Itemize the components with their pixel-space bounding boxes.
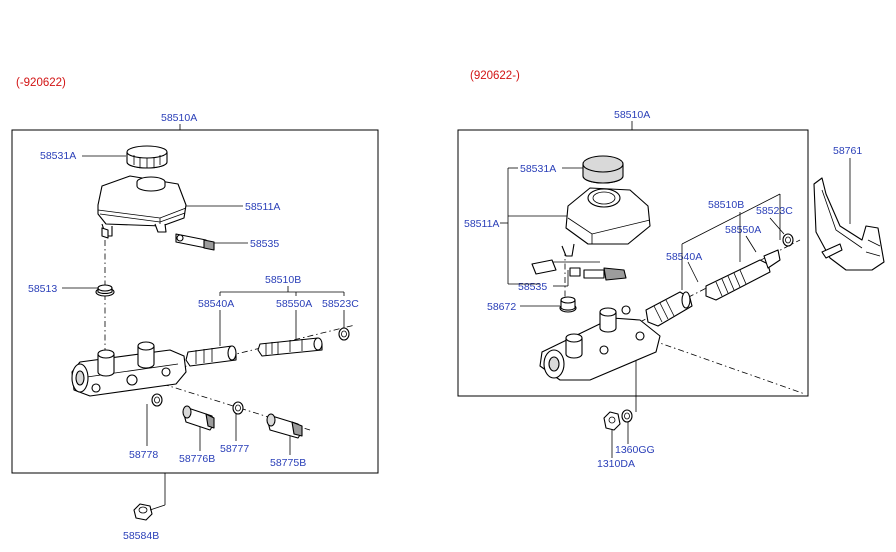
left-plug-58775B[interactable]: [266, 413, 303, 439]
left-frame: [11, 129, 379, 474]
left-label-58535[interactable]: 58535: [250, 238, 279, 250]
right-washer-1360GG[interactable]: [621, 409, 633, 423]
right-label-58523C[interactable]: 58523C: [756, 205, 793, 217]
left-label-58531A[interactable]: 58531A: [40, 150, 76, 162]
right-secondary-piston[interactable]: [705, 249, 781, 301]
right-label-58761[interactable]: 58761: [833, 145, 862, 157]
left-grommet[interactable]: [95, 284, 115, 297]
left-leader-lines: [62, 124, 345, 505]
left-reservoir-bolt: [101, 227, 109, 239]
left-reservoir-cap[interactable]: [126, 145, 168, 169]
right-label-58672[interactable]: 58672: [487, 301, 516, 313]
left-label-58523C[interactable]: 58523C: [322, 298, 359, 310]
right-heat-shield[interactable]: [813, 177, 885, 271]
right-panel: (920622-) 58510A 58531A 58511A 58535 586…: [457, 70, 885, 470]
right-label-1310DA[interactable]: 1310DA: [597, 458, 635, 470]
right-label-58510A[interactable]: 58510A: [614, 109, 650, 121]
right-level-sensor[interactable]: [531, 259, 627, 281]
left-date-range: (-920622): [16, 77, 66, 89]
left-secondary-piston[interactable]: [257, 337, 323, 357]
right-label-58511A[interactable]: 58511A: [464, 218, 499, 230]
left-master-cylinder[interactable]: [71, 341, 187, 397]
left-label-58775B[interactable]: 58775B: [270, 457, 306, 469]
right-grommet[interactable]: [559, 296, 577, 313]
left-nut-58584B[interactable]: [133, 503, 166, 521]
left-primary-piston[interactable]: [185, 345, 237, 367]
right-label-58531A[interactable]: 58531A: [520, 163, 556, 175]
right-leader-lines: [500, 121, 851, 458]
left-label-58510B[interactable]: 58510B: [265, 274, 301, 286]
left-label-58550A[interactable]: 58550A: [276, 298, 312, 310]
right-date-range: (920622-): [470, 70, 520, 82]
right-snap-ring[interactable]: [782, 233, 794, 247]
left-panel: (-920622) 58510A 58531A 58511A 58535 585…: [11, 77, 379, 542]
left-plug-58776B[interactable]: [182, 405, 215, 431]
left-label-58511A[interactable]: 58511A: [245, 201, 280, 213]
right-reservoir-cap[interactable]: [582, 155, 624, 184]
right-label-58540A[interactable]: 58540A: [666, 251, 702, 263]
left-label-58513[interactable]: 58513: [28, 283, 57, 295]
left-label-58776B[interactable]: 58776B: [179, 453, 215, 465]
left-label-58540A[interactable]: 58540A: [198, 298, 234, 310]
right-master-cylinder[interactable]: [539, 305, 661, 381]
right-label-58535[interactable]: 58535: [518, 281, 547, 293]
left-center-lines: [104, 240, 356, 431]
left-label-58510A[interactable]: 58510A: [161, 112, 197, 124]
right-frame: [457, 129, 809, 397]
left-reservoir[interactable]: [97, 175, 187, 237]
left-label-58778[interactable]: 58778: [129, 449, 158, 461]
left-washer-58777[interactable]: [232, 401, 244, 415]
left-level-sensor[interactable]: [175, 233, 215, 251]
right-label-58510B[interactable]: 58510B: [708, 199, 744, 211]
right-label-58550A[interactable]: 58550A: [725, 224, 761, 236]
right-nut-1310DA[interactable]: [603, 411, 621, 431]
left-snap-ring[interactable]: [338, 327, 350, 341]
right-label-1360GG[interactable]: 1360GG: [615, 444, 655, 456]
right-primary-piston[interactable]: [645, 291, 693, 327]
left-washer-58778[interactable]: [151, 393, 163, 407]
right-reservoir[interactable]: [561, 187, 651, 257]
left-label-58777[interactable]: 58777: [220, 443, 249, 455]
left-label-58584B[interactable]: 58584B: [123, 530, 159, 542]
